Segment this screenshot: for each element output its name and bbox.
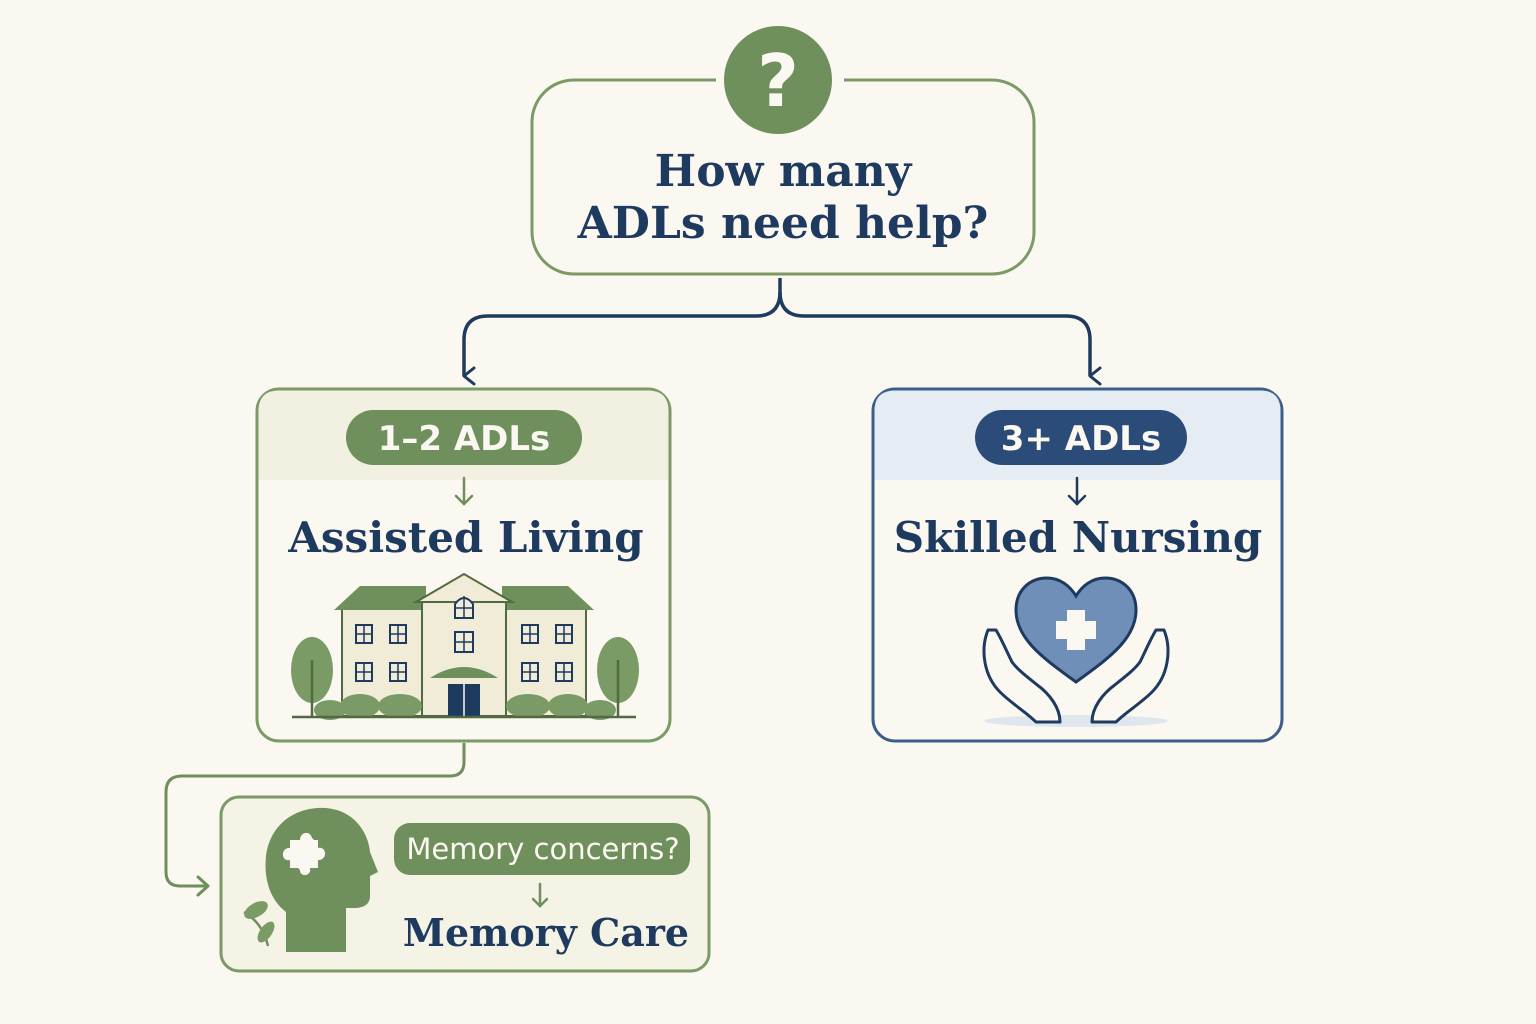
down-arrow-icon <box>531 882 549 908</box>
badge-3-plus-adls <box>975 410 1187 465</box>
skilled-nursing-title: Skilled Nursing <box>894 513 1263 562</box>
question-node: ? How many ADLs need help? <box>530 26 1036 276</box>
assisted-living-card: 1–2 ADLs Assisted Living <box>255 387 672 743</box>
down-arrow-icon <box>454 476 474 506</box>
svg-text:?: ? <box>757 39 799 123</box>
memory-care-card: Memory concerns? Memory Care <box>219 795 711 973</box>
memory-connector-arrowhead <box>196 875 210 897</box>
badge-1-2-adls <box>346 410 582 465</box>
heart-cross-hands-icon <box>982 576 1170 727</box>
memory-connector <box>164 743 466 888</box>
badge-1-2-adls-label: 1–2 ADLs <box>378 419 551 459</box>
badge-memory-concerns-label: Memory concerns? <box>406 832 679 866</box>
question-line-2: ADLs need help? <box>577 198 989 249</box>
question-line-1: How many <box>655 146 913 197</box>
question-mark-icon: ? <box>724 26 832 134</box>
skilled-nursing-card: 3+ ADLs Skilled Nursing <box>871 387 1284 743</box>
badge-memory-concerns <box>394 823 690 875</box>
branch-connector-right <box>778 291 1102 386</box>
badge-3-plus-adls-label: 3+ ADLs <box>1001 419 1161 459</box>
down-arrow-icon <box>1067 476 1087 506</box>
assisted-living-building-icon <box>291 572 639 720</box>
branch-connector-left <box>462 278 782 386</box>
head-puzzle-icon <box>243 807 378 952</box>
assisted-living-title: Assisted Living <box>287 513 643 562</box>
memory-care-title: Memory Care <box>403 910 689 955</box>
